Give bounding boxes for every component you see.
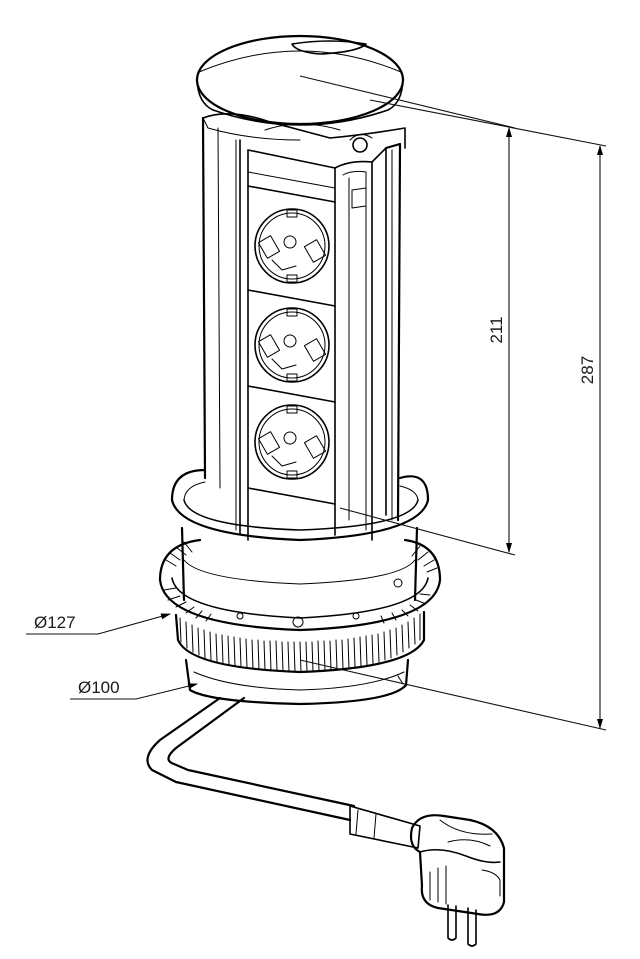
dimension-label-diameter-100: Ø100: [78, 678, 120, 697]
schuko-socket-icon: [254, 208, 330, 284]
dimension-diameter-127: Ø127: [26, 613, 171, 635]
dimension-211: 211: [299, 75, 516, 556]
top-lid: [195, 34, 405, 126]
knurled-ring: [174, 610, 426, 674]
dimension-287: 287: [299, 99, 607, 731]
flange: [158, 538, 442, 632]
schuko-socket-icon: [254, 404, 330, 480]
dimension-label-211: 211: [487, 316, 506, 343]
socket-separators: [247, 185, 336, 505]
dimension-diameter-100: Ø100: [70, 678, 198, 700]
dimension-label-287: 287: [578, 356, 597, 384]
column-body: [201, 113, 406, 541]
upper-sleeve-ring: [170, 468, 430, 602]
lower-housing: [184, 658, 410, 706]
angled-plug-icon: [409, 814, 506, 947]
dimension-label-diameter-127: Ø127: [34, 613, 76, 632]
power-cable: [146, 696, 421, 849]
schuko-socket-icon: [254, 307, 330, 383]
